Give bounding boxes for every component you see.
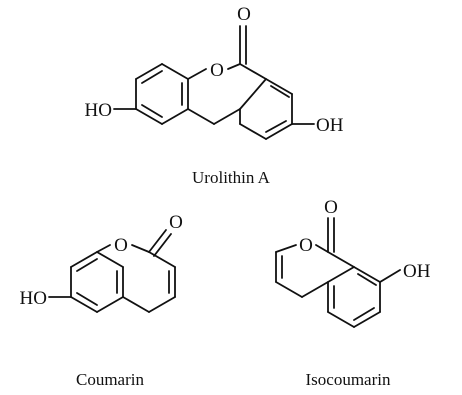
coumarin-benzene-ring xyxy=(70,251,124,313)
urolithin-right-ring xyxy=(239,78,293,140)
isocoumarin-label: Isocoumarin xyxy=(306,370,391,389)
urolithin-lactone-ring xyxy=(187,25,267,125)
coumarin-label: Coumarin xyxy=(76,370,144,389)
urolithin-a-label: Urolithin A xyxy=(192,168,271,187)
coumarin-hydroxyl: HO xyxy=(20,288,47,309)
coumarin-structure: O O HO Coumarin xyxy=(20,212,183,389)
isocoumarin-carbonyl-oxygen: O xyxy=(324,197,338,218)
coumarin-pyrone-ring xyxy=(96,229,176,313)
isocoumarin-pyrone-ring xyxy=(275,217,355,298)
coumarin-carbonyl-oxygen: O xyxy=(169,212,183,233)
urolithin-right-hydroxyl: OH xyxy=(316,115,344,136)
urolithin-carbonyl-oxygen: O xyxy=(237,4,251,25)
urolithin-ring-oxygen: O xyxy=(210,60,224,81)
isocoumarin-benzene-ring xyxy=(327,266,381,328)
urolithin-left-ring xyxy=(135,63,189,125)
isocoumarin-structure: O O OH Isocoumarin xyxy=(275,197,431,389)
isocoumarin-ring-oxygen: O xyxy=(299,235,313,256)
urolithin-left-hydroxyl: HO xyxy=(85,100,112,121)
urolithin-a-structure: O O HO OH Urolithin A xyxy=(85,4,344,187)
isocoumarin-hydroxyl: OH xyxy=(403,261,431,282)
coumarin-ring-oxygen: O xyxy=(114,235,128,256)
